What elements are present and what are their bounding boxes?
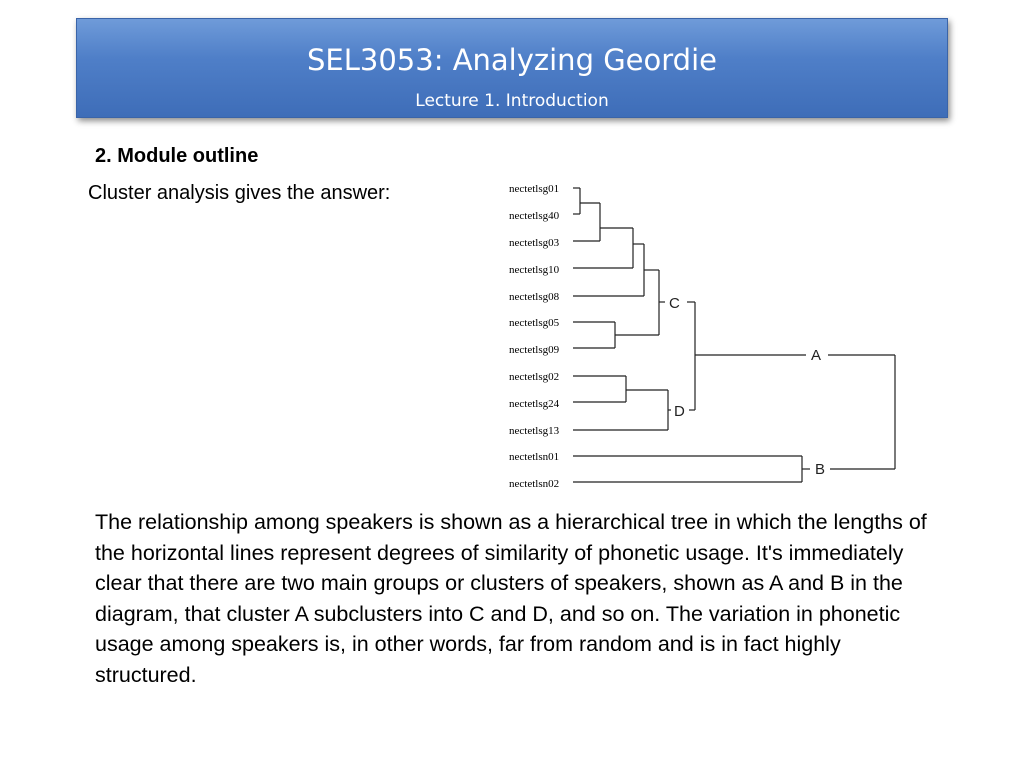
section-heading: 2. Module outline <box>95 145 259 167</box>
slide-title: SEL3053: Analyzing Geordie <box>307 43 717 77</box>
slide-subtitle: Lecture 1. Introduction <box>415 91 609 111</box>
leaf-label: nectetlsg03 <box>509 237 560 249</box>
leaf-label: nectetlsn01 <box>509 451 559 463</box>
title-bar: SEL3053: Analyzing Geordie Lecture 1. In… <box>76 18 948 118</box>
leaf-label: nectetlsg02 <box>509 371 559 383</box>
cluster-label-c: C <box>669 295 680 312</box>
leaf-label: nectetlsg13 <box>509 425 560 437</box>
leaf-labels: nectetlsg01 nectetlsg40 nectetlsg03 nect… <box>509 183 560 490</box>
intro-text: Cluster analysis gives the answer: <box>88 182 391 204</box>
cluster-label-a: A <box>811 347 821 364</box>
leaf-label: nectetlsg05 <box>509 317 560 329</box>
cluster-label-d: D <box>674 403 685 420</box>
cluster-label-b: B <box>815 461 825 478</box>
leaf-label: nectetlsg08 <box>509 291 560 303</box>
leaf-label: nectetlsn02 <box>509 478 559 490</box>
body-paragraph: The relationship among speakers is shown… <box>95 510 927 687</box>
leaf-label: nectetlsg09 <box>509 344 560 356</box>
leaf-label: nectetlsg01 <box>509 183 559 195</box>
dendrogram-branches <box>573 187 896 483</box>
cluster-labels: C D A B <box>669 295 825 478</box>
leaf-label: nectetlsg40 <box>509 210 560 222</box>
leaf-label: nectetlsg10 <box>509 264 560 276</box>
leaf-label: nectetlsg24 <box>509 398 560 410</box>
